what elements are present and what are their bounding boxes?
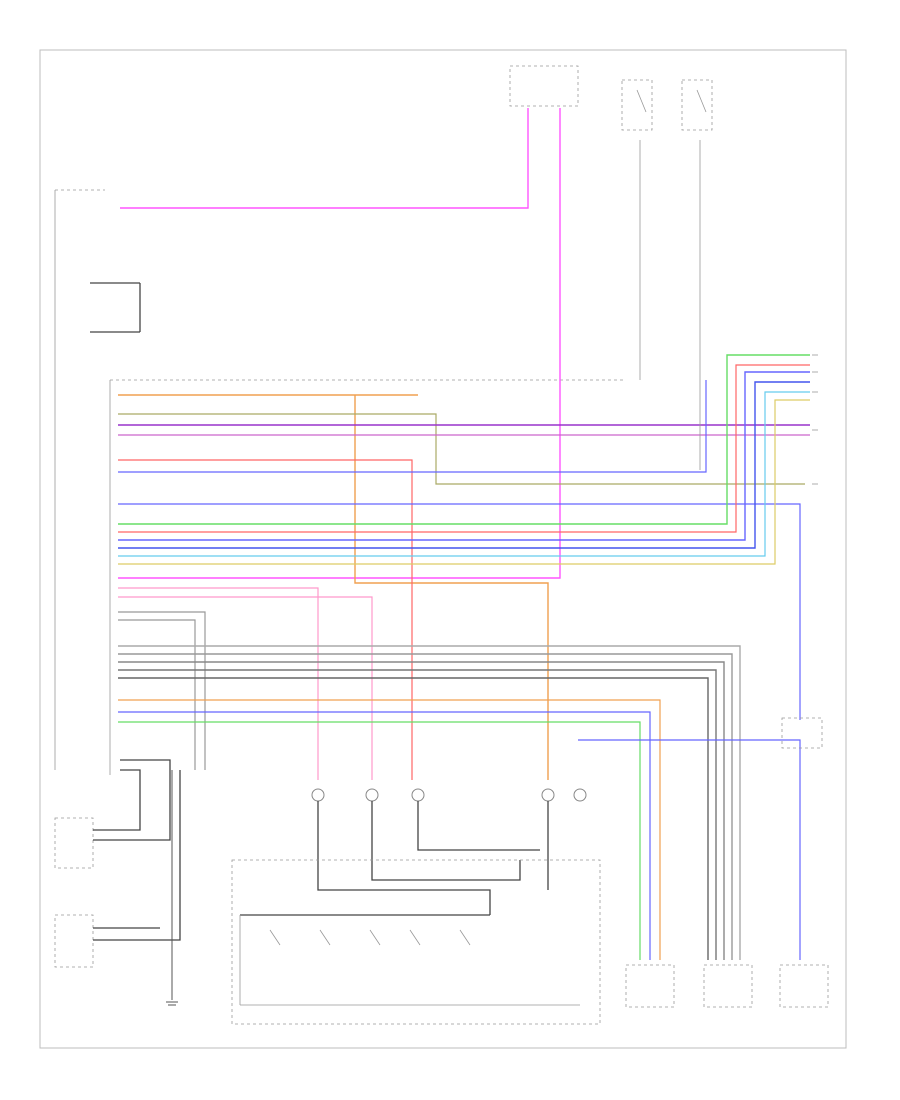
wire-gray-6 [118,669,717,960]
switch-circles [311,788,587,915]
top-switches [621,79,713,131]
connector-panel [812,354,818,485]
wire-blue-4 [118,381,810,549]
diagram-frame [39,49,847,1049]
wire-yellow [118,399,810,565]
wire-gray-3 [118,645,741,960]
wires [118,108,810,960]
left-amp-upper [54,759,171,869]
bottom-device-1 [625,964,675,1008]
wire-green [118,354,810,525]
circle-3 [411,788,425,802]
ground-point [166,770,178,1006]
left-amp-lower [54,770,181,968]
wire-blue-2 [118,503,801,720]
top-relay [509,65,579,107]
wire-gray-2 [118,619,196,770]
wire-olive [118,413,805,485]
wire-blue-1 [118,380,707,473]
wire-pink-2 [118,596,373,780]
control-unit [109,379,625,775]
wire-pink-1 [118,587,319,780]
wire-gray-4 [118,653,733,960]
left-module [54,189,141,770]
wire-gray-5 [118,661,725,960]
circle-1 [311,788,325,802]
connector-mid [781,717,823,749]
bottom-device-3 [779,964,829,1008]
wire-red [118,459,413,780]
bottom-device-2 [703,964,753,1008]
wire-magenta-2 [118,108,561,579]
wire-orange-3 [118,699,661,960]
wire-red-2 [118,364,810,533]
wire-gray-7 [118,677,709,960]
wire-cyan [118,391,810,557]
wire-blue-6 [578,739,801,960]
wire-gray-1 [118,611,206,770]
wire-blue-3 [118,371,810,541]
wire-magenta-1 [120,108,529,209]
circle-4 [541,788,555,802]
circle-2 [365,788,379,802]
wire-orange-2 [354,395,549,780]
circle-5 [573,788,587,802]
wire-blue-5 [118,711,651,960]
wire-green-2 [118,721,641,960]
remote-switch-panel [231,859,601,1025]
